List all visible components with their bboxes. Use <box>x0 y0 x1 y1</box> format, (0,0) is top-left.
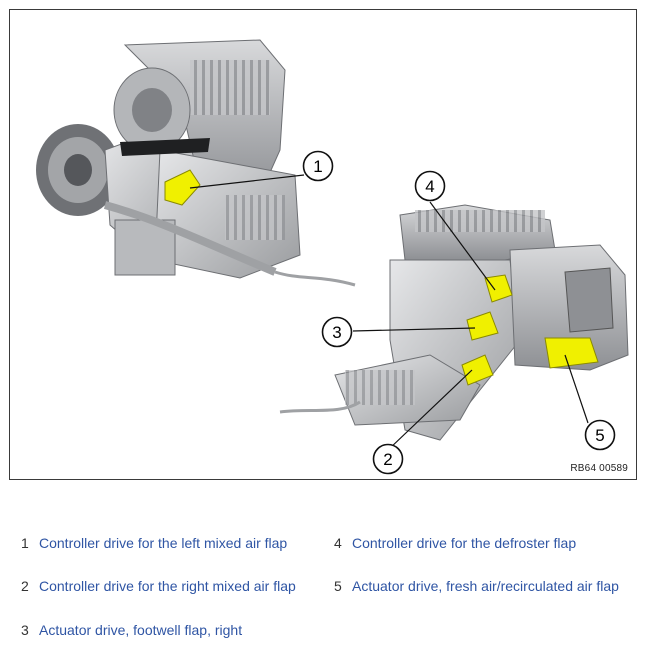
svg-text:2: 2 <box>383 450 392 469</box>
legend-text: Controller drive for the defroster flap <box>352 535 577 551</box>
actuator-5-highlight <box>544 337 599 369</box>
actuator-1-highlight <box>164 169 201 206</box>
callout-2: 2 <box>372 443 404 475</box>
svg-text:4: 4 <box>425 177 434 196</box>
legend-text: Controller drive for the right mixed air… <box>39 578 296 594</box>
legend-number: 3 <box>21 622 29 638</box>
leader-lines <box>189 174 589 451</box>
legend-text: Controller drive for the left mixed air … <box>39 535 288 551</box>
callout-4: 4 <box>414 170 446 202</box>
legend-text: Actuator drive, fresh air/recirculated a… <box>352 578 619 594</box>
hvac-illustration: 1 4 3 2 5 <box>36 39 629 475</box>
legend-number: 1 <box>21 535 29 551</box>
legend-item-2: 2 Controller drive for the right mixed ai… <box>21 578 296 594</box>
actuator-2-highlight <box>461 354 494 386</box>
hvac-module-right <box>279 204 629 441</box>
hvac-module-left <box>36 39 356 287</box>
callout-1: 1 <box>302 150 334 182</box>
actuator-4-highlight <box>484 274 513 303</box>
legend-number: 5 <box>334 578 342 594</box>
svg-text:3: 3 <box>332 323 341 342</box>
legend-item-3: 3 Actuator drive, footwell flap, right <box>21 622 242 638</box>
callout-5: 5 <box>584 419 616 451</box>
legend-item-1: 1 Controller drive for the left mixed air… <box>21 535 287 551</box>
svg-text:1: 1 <box>313 157 322 176</box>
diagram-figure: 1 4 3 2 5 RB64 00589 <box>9 9 637 480</box>
legend-number: 4 <box>334 535 342 551</box>
legend-item-5: 5 Actuator drive, fresh air/recirculated … <box>334 578 619 594</box>
legend-number: 2 <box>21 578 29 594</box>
callout-3: 3 <box>321 316 353 348</box>
legend-text: Actuator drive, footwell flap, right <box>39 622 243 638</box>
legend-item-4: 4 Controller drive for the defroster flap <box>334 535 576 551</box>
svg-text:5: 5 <box>595 426 604 445</box>
figure-reference-code: RB64 00589 <box>570 463 628 474</box>
actuator-3-highlight <box>466 311 499 341</box>
